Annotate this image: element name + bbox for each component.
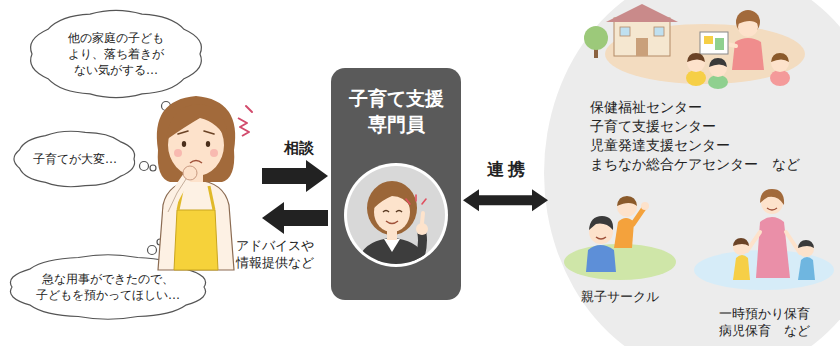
childcare-service: 一時預かり保育 病児保育 など xyxy=(690,240,838,344)
specialist-figure xyxy=(384,239,400,252)
mother-figure xyxy=(246,106,252,112)
ground-ellipse xyxy=(564,244,676,280)
note-label: 相談 xyxy=(284,138,316,158)
parent-child-figure xyxy=(641,202,649,210)
node-text: 親子サークル xyxy=(580,288,660,306)
facility-scene xyxy=(770,70,790,86)
link-arrow xyxy=(463,189,548,211)
consult-arrows xyxy=(262,160,328,192)
node-text: 子育てが大変… xyxy=(32,151,118,167)
facility-scene xyxy=(709,58,727,67)
region-fill xyxy=(544,0,840,346)
mother-figure xyxy=(190,161,202,164)
consult-arrows xyxy=(262,202,328,234)
node-text: 保健福祉センター 子育て支援センター 児童発達支援センター まちなか総合ケアセン… xyxy=(590,98,802,174)
facility-scene xyxy=(700,32,728,54)
mother-figure xyxy=(183,166,197,180)
bubble-tails xyxy=(148,246,157,255)
note-label: アドバイスや 情報提供など xyxy=(236,238,316,272)
facility-scene xyxy=(732,38,764,70)
bubble-outline xyxy=(31,10,202,97)
facility-scene xyxy=(584,26,608,50)
mother-figure xyxy=(157,96,235,182)
mother-figure xyxy=(182,141,186,147)
specialist-figure xyxy=(422,213,423,223)
facility-scene xyxy=(771,53,789,62)
specialist-figure xyxy=(374,186,411,208)
specialist-panel: 子育て支援 専門員 xyxy=(331,68,461,300)
facility-scene xyxy=(636,38,648,56)
mother-figure xyxy=(238,118,249,136)
facility-scene xyxy=(704,36,713,44)
specialist-figure xyxy=(344,163,448,267)
mother-figure xyxy=(158,180,234,270)
facility-scene xyxy=(687,54,705,72)
parent-circle: 親子サークル xyxy=(556,232,684,312)
partner-region: 保健福祉センター 子育て支援センター 児童発達支援センター まちなか総合ケアセン… xyxy=(548,0,840,346)
bubble-tails xyxy=(150,165,156,171)
bubble-tails xyxy=(140,162,149,171)
mother-figure xyxy=(168,176,188,212)
node-shape xyxy=(8,252,208,322)
panel-fill xyxy=(331,68,461,300)
specialist-figure xyxy=(383,211,402,213)
node-text: 他の家庭の子ども より、落ち着きが ない気がする… xyxy=(67,30,165,79)
parent-child-figure xyxy=(617,197,637,217)
specialist-figure xyxy=(356,181,428,268)
facility-scene xyxy=(687,53,705,62)
nursery-figure xyxy=(733,239,749,255)
mother-figure xyxy=(168,176,188,212)
parent-child-figure xyxy=(586,245,616,272)
speech-bubble: 子育てが大変… xyxy=(12,128,138,190)
facility-scene xyxy=(771,54,789,72)
facility-scene xyxy=(654,27,664,36)
facility-scene xyxy=(620,27,630,36)
speech-bubble: 他の家庭の子ども より、落ち着きが ない気がする… xyxy=(28,8,204,100)
nursery-figure xyxy=(798,241,814,257)
speech-bubble: 急な用事ができたので、 子どもを預かってほしい… xyxy=(8,252,208,322)
parent-child-figure xyxy=(596,237,606,239)
facility-scene xyxy=(709,59,727,77)
facility-scene xyxy=(738,12,758,24)
node-text: 子育て支援 専門員 xyxy=(348,86,445,137)
mother-figure xyxy=(166,104,228,142)
facility-scene xyxy=(686,70,706,86)
mother-figure xyxy=(178,131,214,134)
bubble-outline xyxy=(10,255,205,320)
nursery-figure xyxy=(767,208,777,210)
mother-figure xyxy=(174,210,218,270)
node-text: 一時預かり保育 病児保育 など xyxy=(718,305,811,340)
bubble-outline xyxy=(14,131,135,187)
facility-scene xyxy=(708,75,728,89)
node-text: 急な用事ができたので、 子どもを預かってほしい… xyxy=(35,271,181,303)
connector-label: 連携 xyxy=(487,158,529,181)
ground-ellipse xyxy=(694,250,834,290)
mother-figure xyxy=(209,186,214,210)
facility-scene xyxy=(715,38,724,50)
specialist-figure xyxy=(406,195,426,204)
mother-figure xyxy=(174,149,182,157)
specialist-figure xyxy=(418,234,423,264)
facility-scene xyxy=(614,18,670,56)
mother-figure xyxy=(206,141,210,147)
mother-figure xyxy=(210,149,218,157)
specialist-figure xyxy=(367,181,417,235)
consult-arrows xyxy=(262,160,328,234)
specialist-figure xyxy=(386,221,398,224)
